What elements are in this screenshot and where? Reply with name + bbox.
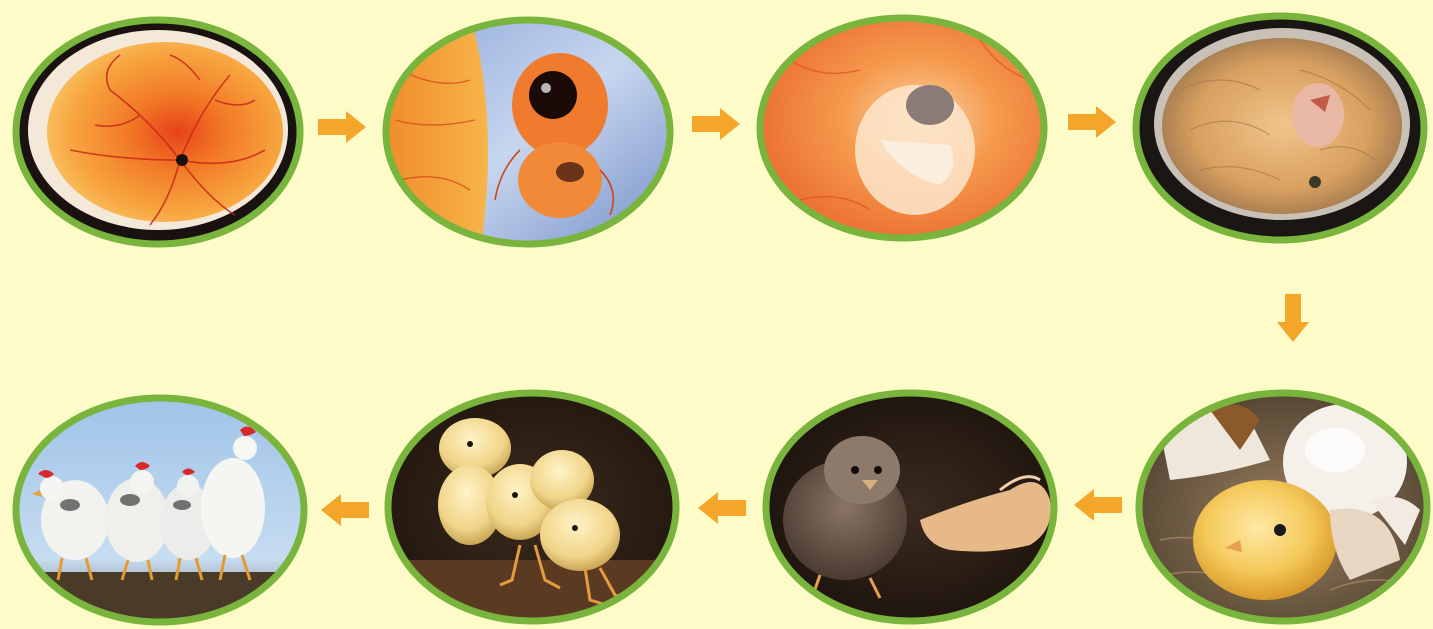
arrow-left-5-to-6: [1074, 489, 1122, 521]
arrow-left-7-to-8: [321, 494, 369, 526]
arrow-left-6-to-7: [698, 492, 746, 524]
arrow-down-4-to-5: [1277, 294, 1309, 342]
arrow-right-2-to-3: [692, 108, 740, 140]
arrow-right-3-to-4: [1068, 106, 1116, 138]
arrow-right-1-to-2: [318, 111, 366, 143]
